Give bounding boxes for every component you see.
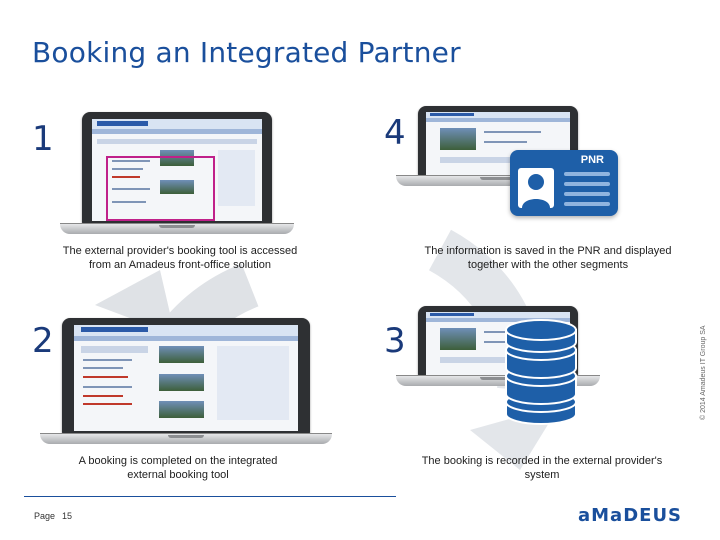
footer-divider: [24, 496, 396, 497]
page-number: 15: [62, 511, 73, 521]
person-icon: [518, 168, 554, 208]
caption-step-3: The booking is recorded in the external …: [421, 455, 663, 481]
booking-form-screen: [74, 325, 298, 431]
step-number-4: 4: [384, 113, 406, 153]
amadeus-logo: aMaDEUS: [578, 505, 683, 526]
embedded-tool-highlight: [105, 155, 215, 221]
step-number-2: 2: [32, 321, 54, 361]
caption-step-1: The external provider's booking tool is …: [62, 245, 298, 271]
page-label: Page: [34, 511, 56, 521]
caption-step-4: The information is saved in the PNR and …: [424, 245, 672, 271]
database-icon: [505, 319, 577, 425]
pnr-label: PNR: [580, 154, 604, 166]
step-number-1: 1: [32, 119, 54, 159]
pnr-card: PNR: [510, 150, 618, 216]
copyright-notice: © 2014 Amadeus IT Group SA: [700, 325, 707, 420]
laptop-step-1: [60, 112, 294, 234]
page-title: Booking an Integrated Partner: [32, 36, 461, 69]
laptop-step-2: [40, 318, 332, 444]
booking-tool-screen: [92, 119, 262, 221]
caption-step-2: A booking is completed on the integrated…: [78, 455, 278, 481]
step-number-3: 3: [384, 321, 406, 361]
